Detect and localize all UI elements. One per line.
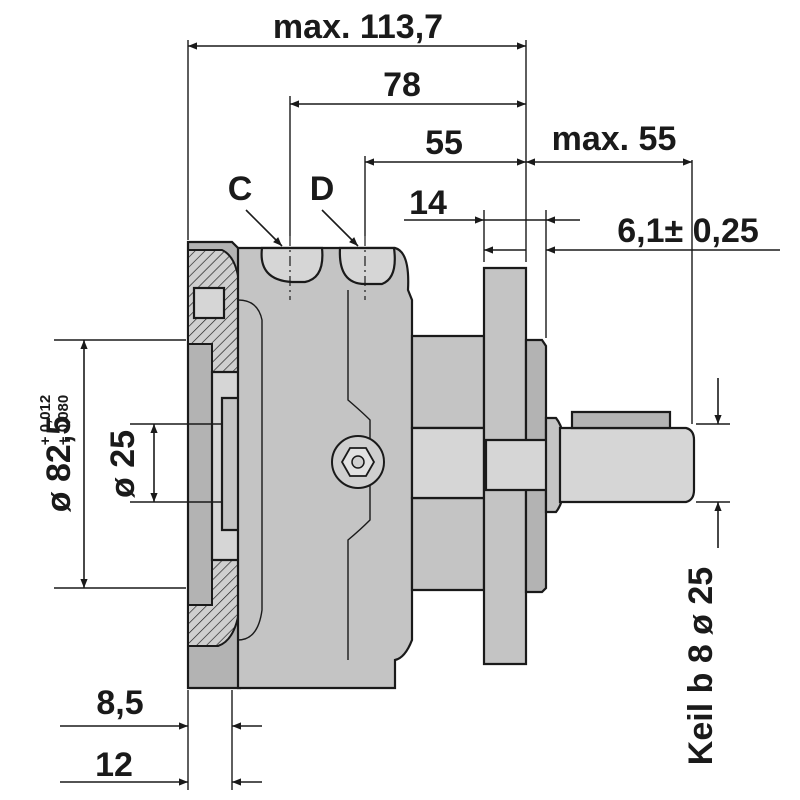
port-d-boss: [338, 246, 396, 286]
rear-plug: [192, 286, 226, 320]
extension-lines: [54, 40, 730, 790]
dimension-labels: max. 113,7 78 55 max. 55 14 6,1± 0,25 C …: [37, 8, 759, 784]
main-housing: [236, 246, 414, 690]
label-pilot-tol-upper: + 0,012: [37, 395, 54, 445]
hub-upper: [410, 334, 486, 430]
hub-lower: [410, 496, 486, 592]
label-flange-thickness: 14: [409, 184, 447, 222]
label-port-distance: 78: [383, 66, 421, 104]
label-bore-diameter: ø 25: [104, 430, 142, 498]
label-pilot-tol-lower: + 0,080: [55, 395, 72, 445]
label-shoulder-depth-1: 8,5: [96, 684, 143, 722]
label-pilot-diameter: ø 82,5: [40, 416, 78, 512]
label-port-c: C: [228, 170, 253, 208]
leader-port-c: [245, 209, 283, 247]
leader-port-d: [321, 209, 359, 247]
drive-shaft: [558, 426, 696, 504]
label-port-d-distance: 55: [425, 124, 463, 162]
label-shaft-length: max. 55: [552, 120, 677, 158]
shaft-key: [570, 410, 672, 430]
label-shaft-spec: Keil b 8 ø 25: [682, 567, 720, 765]
label-overall-length: max. 113,7: [273, 8, 443, 46]
hub-center: [410, 426, 486, 500]
dimension-lines: [60, 42, 780, 786]
label-port-d: D: [310, 170, 335, 208]
label-shoulder-depth-2: 12: [95, 746, 133, 784]
pump-body: [186, 240, 696, 690]
port-c-boss: [260, 246, 324, 284]
label-shaft-offset: 6,1± 0,25: [617, 212, 759, 250]
